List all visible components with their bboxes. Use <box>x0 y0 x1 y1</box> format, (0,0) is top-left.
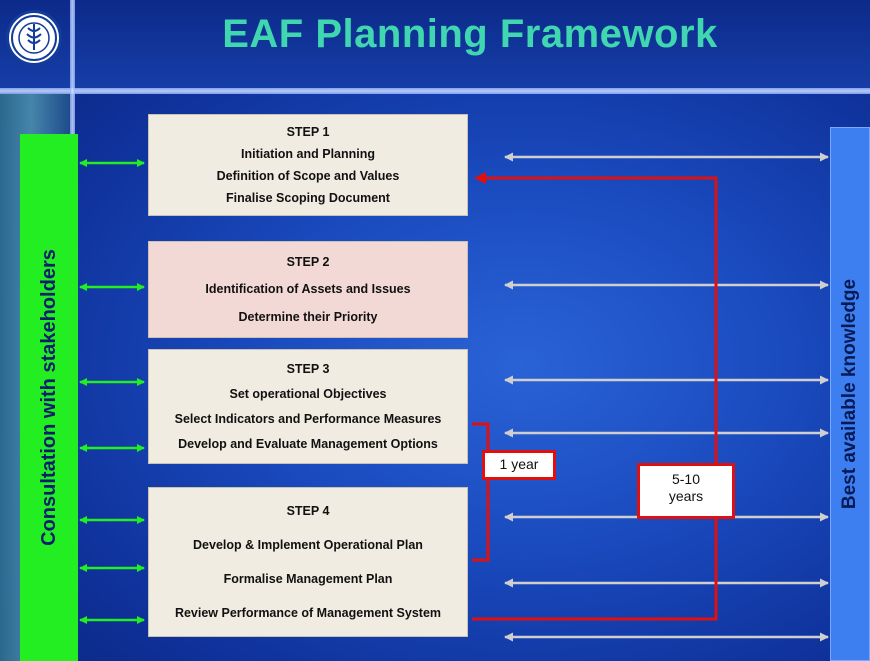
stakeholders-bar: Consultation with stakeholders <box>20 134 78 661</box>
horizontal-divider <box>0 88 870 94</box>
step-line: Initiation and Planning <box>240 147 376 161</box>
step-line: Review Performance of Management System <box>174 606 442 620</box>
step-2-box: STEP 2 Identification of Assets and Issu… <box>148 241 468 338</box>
stakeholder-arrows <box>79 159 145 624</box>
one-year-bracket <box>472 422 490 562</box>
one-year-text: 1 year <box>499 456 539 472</box>
fao-logo-icon <box>6 10 62 66</box>
fao-logo-graphic <box>11 15 57 61</box>
step-line: Finalise Scoping Document <box>226 191 390 205</box>
header-band <box>0 0 870 90</box>
step-heading: STEP 3 <box>286 361 330 376</box>
cycle-lines <box>472 172 718 621</box>
five-ten-text: 5-10 <box>671 471 701 487</box>
step-heading: STEP 2 <box>286 254 330 269</box>
knowledge-arrows <box>504 152 829 642</box>
step-line: Select Indicators and Performance Measur… <box>174 412 442 427</box>
step-line: Set operational Objectives <box>229 386 387 401</box>
step-1-box: STEP 1 Initiation and Planning Definitio… <box>148 114 468 216</box>
step-3-box: STEP 3 Set operational Objectives Select… <box>148 349 468 464</box>
step-line: Develop & Implement Operational Plan <box>193 538 423 552</box>
years-text: years <box>668 488 704 504</box>
long-cycle-line <box>472 176 718 621</box>
step-heading: STEP 4 <box>286 504 330 518</box>
step-line: Develop and Evaluate Management Options <box>178 437 438 452</box>
step-line: Definition of Scope and Values <box>216 169 400 183</box>
step-line: Determine their Priority <box>238 310 378 325</box>
five-ten-years-label: 5-10 years <box>637 463 735 519</box>
step-line: Formalise Management Plan <box>223 572 393 586</box>
step-line: Identification of Assets and Issues <box>205 282 411 297</box>
long-cycle-arrowhead <box>474 172 486 184</box>
page-title: EAF Planning Framework <box>222 12 718 56</box>
step-4-box: STEP 4 Develop & Implement Operational P… <box>148 487 468 637</box>
one-year-label: 1 year <box>482 450 556 480</box>
step-heading: STEP 1 <box>286 125 330 139</box>
